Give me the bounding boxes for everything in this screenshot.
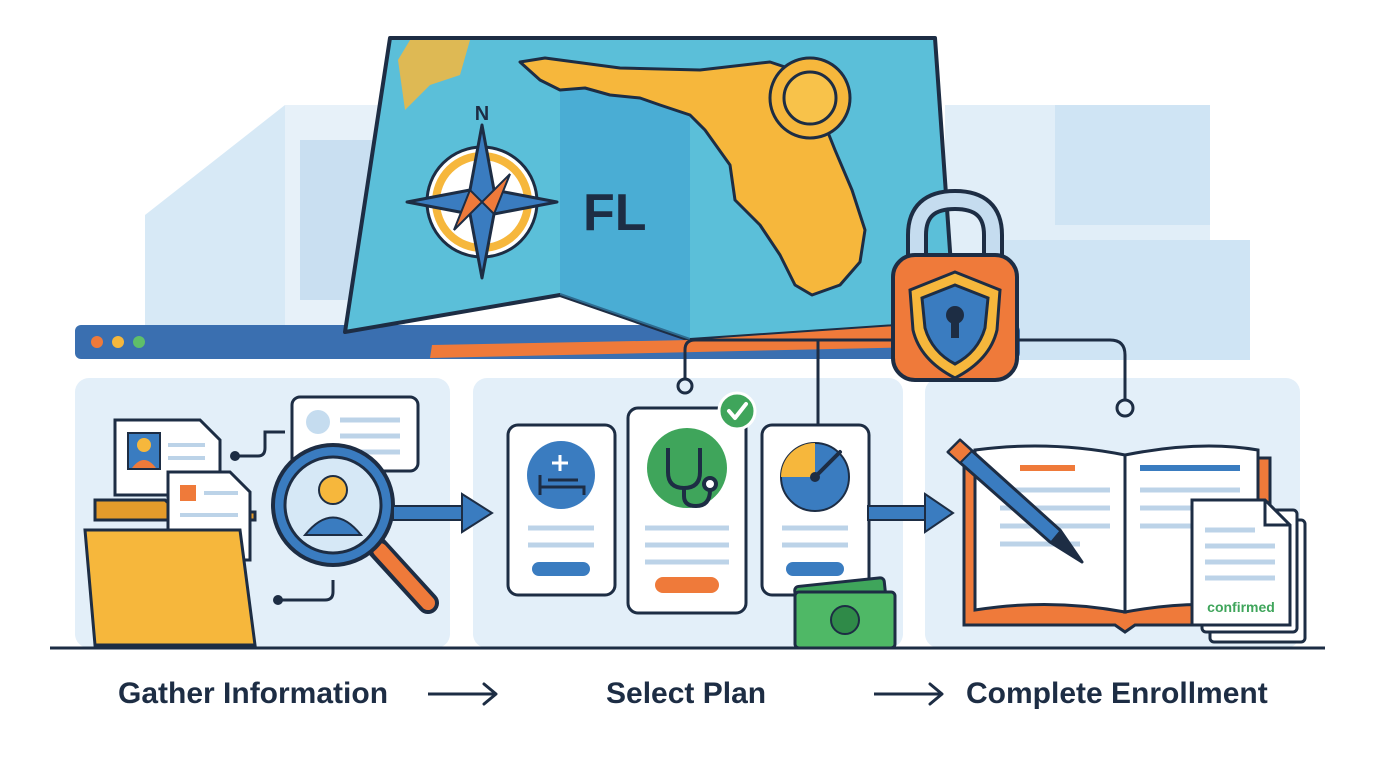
flow-arrow-1 — [392, 492, 494, 534]
step-label-gather: Gather Information — [118, 677, 389, 710]
checkmark-icon — [717, 391, 757, 431]
plan-card-medical — [626, 391, 757, 615]
label-arrow-2 — [874, 682, 944, 706]
compass-north-label: N — [475, 103, 489, 125]
window-dot-green — [133, 336, 145, 348]
step-label-select: Select Plan — [606, 677, 767, 710]
magnifier-person-icon — [271, 443, 439, 614]
state-code-label: FL — [583, 184, 647, 242]
confirmed-stamp: confirmed — [1207, 599, 1275, 615]
florida-map: N FL — [343, 36, 1010, 358]
hospital-bed-icon — [538, 455, 586, 495]
money-icon — [793, 576, 897, 650]
folder-icon — [83, 470, 257, 647]
padlock-shield-icon — [891, 188, 1019, 382]
sun-icon — [768, 56, 852, 140]
plan-card-gauge — [760, 423, 871, 597]
background-blocks — [145, 105, 1250, 360]
enrollment-illustration: confirmed — [946, 438, 1307, 644]
plan-cards — [506, 391, 955, 650]
gauge-icon — [780, 442, 850, 512]
label-arrow-1 — [428, 682, 498, 706]
gather-illustration — [83, 395, 494, 647]
document-icon: confirmed — [1190, 498, 1307, 644]
plan-card-hospital — [506, 423, 617, 597]
compass-icon: N — [405, 103, 559, 280]
pen-icon — [946, 438, 1084, 564]
stethoscope-icon — [666, 448, 718, 509]
window-dot-yellow — [112, 336, 124, 348]
window-dot-red — [91, 336, 103, 348]
step-label-complete: Complete Enrollment — [966, 677, 1268, 710]
flow-arrow-2 — [867, 492, 955, 534]
